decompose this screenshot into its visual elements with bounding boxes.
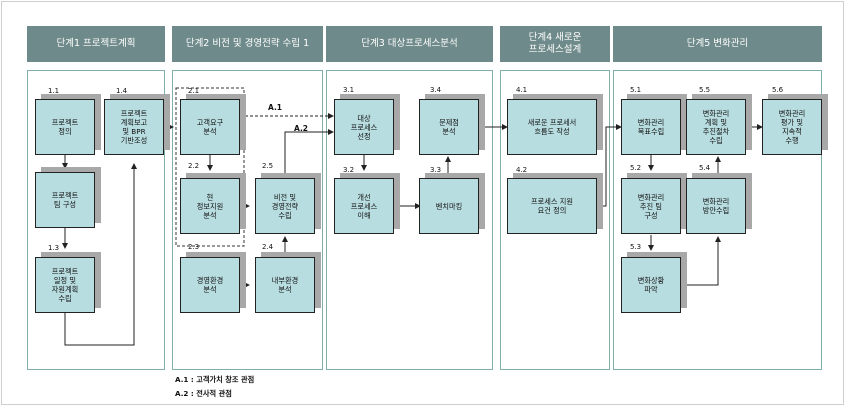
connector-a2 [284,129,334,178]
step-number: 5.5 [699,86,711,94]
phase-header-3: 단계3 대상프로세스분석 [326,26,493,62]
connector-5-3-to-5-4 [681,236,721,286]
step-2-4-box: 내부환경 분석 [255,257,315,313]
step-number: 1.4 [116,87,128,95]
step-number: 4.1 [516,86,528,94]
step-number: 1.1 [48,87,60,95]
step-number: 5.2 [630,164,642,172]
step-number: 2.2 [188,162,200,170]
step-number: 1.3 [48,244,60,252]
step-5-6-box: 변화관리 평가 및 지속적 수행 [762,99,822,155]
step-2-3-box: 경영환경 분석 [180,257,240,313]
customer-value-group-outline [175,87,245,247]
step-5-4-box: 변화관리 방안수립 [686,178,746,234]
step-number: 4.2 [516,166,528,174]
step-1-1-box: 프로젝트 정의 [35,99,95,155]
connector-1-3-to-1-4 [64,163,137,346]
step-number: 2.3 [188,243,200,251]
step-number: 3.3 [430,166,442,174]
legend-a1: A.1 : 고객가치 창조 관점 [175,375,255,384]
phase-header-1: 단계1 프로젝트계획 [27,26,165,62]
step-number: 3.1 [343,86,355,94]
step-number: 5.1 [630,86,642,94]
step-3-2-box: 개선 프로세스 이해 [334,178,394,234]
step-number: 5.4 [699,164,711,172]
step-2-5-box: 비전 및 경영전략 수립 [255,178,315,234]
step-1-2-box: 프로젝트 팀 구성 [35,172,95,228]
step-number: 5.6 [772,86,784,94]
flow-label-a1: A.1 [268,103,283,112]
step-5-1-box: 변화관리 목표수립 [621,99,681,155]
step-3-3-box: 벤치마킹 [419,178,479,234]
phase-header-5: 단계5 변화관리 [613,26,822,62]
step-5-5-box: 변화관리 계획 및 추진절차 수립 [686,99,746,155]
step-number: 2.5 [262,162,274,170]
legend-a2: A.2 : 전사적 관점 [175,389,232,398]
connector-4-to-5-1 [597,124,622,207]
step-number: 5.3 [630,243,642,251]
phase-header-2: 단계2 비전 및 경영전략 수립 1 [172,26,323,62]
flow-label-a2: A.2 [294,124,309,133]
step-2-2-box: 현 정보지원 분석 [180,178,240,234]
step-2-1-box: 고객요구 분석 [180,99,240,155]
step-5-3-box: 변화상황 파악 [621,257,681,313]
step-1-3-box: 프로젝트 일정 및 자원계획 수립 [35,257,95,313]
step-number: 2.4 [262,243,274,251]
step-3-4-box: 문제점 분석 [419,99,479,155]
step-number: 1.2 [48,166,60,174]
step-4-2-box: 프로세스 지원 요건 정의 [507,178,597,234]
step-5-2-box: 변화관리 추진 팀 구성 [621,178,681,234]
step-number: 3.2 [343,166,355,174]
step-number: 2.1 [188,87,200,95]
step-4-1-box: 새로운 프로세서 흐름도 작성 [507,99,597,155]
phase-header-4: 단계4 새로운 프로세스설계 [500,26,610,62]
step-3-1-box: 대상 프로세스 선정 [334,99,394,155]
step-number: 3.4 [430,86,442,94]
step-1-4-box: 프로젝트 계획보고 및 BPR 기반조성 [104,99,164,155]
